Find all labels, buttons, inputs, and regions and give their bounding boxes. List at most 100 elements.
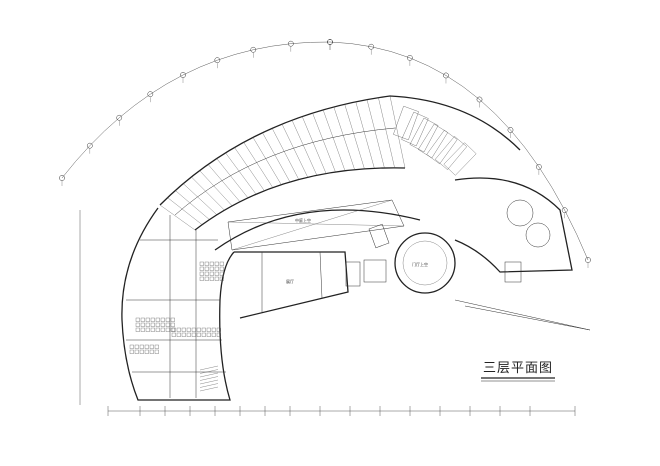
furniture-item (204, 266, 209, 271)
room-partition (199, 170, 233, 206)
furniture-item (129, 344, 134, 349)
drawing-title-block: 三层平面图 (481, 361, 555, 382)
furniture-item (129, 349, 134, 354)
furniture-item (176, 332, 181, 337)
furniture-item (201, 332, 206, 337)
furniture-item (201, 327, 206, 332)
furniture-item (199, 271, 204, 276)
grid-bubble (443, 72, 449, 79)
room-partition (183, 183, 217, 215)
exhibition-label: 展厅 (286, 278, 294, 284)
furniture-item (214, 261, 219, 266)
furniture-item (134, 349, 139, 354)
furniture-item (219, 261, 224, 266)
grid-bubble (561, 207, 568, 214)
furniture-item (196, 327, 201, 332)
grid-bubble (327, 39, 333, 45)
room-partition (225, 152, 257, 195)
grid-bubble (407, 55, 413, 61)
furniture-item (170, 327, 175, 332)
office-block (393, 105, 419, 141)
furniture-item (145, 317, 150, 322)
furniture-item (155, 327, 160, 332)
stair-tread (199, 386, 219, 392)
room-partition (216, 158, 249, 198)
office-room-grid (159, 95, 477, 231)
furniture-item (214, 266, 219, 271)
stair-tread (199, 379, 219, 385)
furniture-item (206, 327, 211, 332)
furniture-item (204, 271, 209, 276)
furniture-item (209, 261, 214, 266)
furniture-item (160, 327, 165, 332)
room-partition (252, 137, 282, 185)
furniture-clusters (129, 261, 224, 392)
furniture-item (214, 276, 219, 281)
furniture-item (209, 266, 214, 271)
grid-bubble (507, 127, 514, 133)
furniture-item (171, 327, 176, 332)
furniture-item (199, 266, 204, 271)
furniture-item (181, 327, 186, 332)
furniture-item (160, 317, 165, 322)
furniture-item (135, 317, 140, 322)
grid-bubble (250, 46, 257, 53)
furniture-item (139, 344, 144, 349)
exhibition-hall: 展厅 (234, 223, 390, 319)
furniture-item (149, 349, 154, 354)
furniture-item (140, 317, 145, 322)
room-partition (344, 104, 365, 169)
furniture-item (135, 327, 140, 332)
furniture-item (150, 327, 155, 332)
furniture-item (134, 344, 139, 349)
furniture-item (171, 332, 176, 337)
room-partition (262, 132, 291, 183)
furniture-item (165, 327, 170, 332)
furniture-item (206, 332, 211, 337)
furniture-item (145, 322, 150, 327)
furniture-item (160, 322, 165, 327)
furniture-item (209, 276, 214, 281)
furniture-item (191, 327, 196, 332)
furniture-item (155, 317, 160, 322)
furniture-item (144, 344, 149, 349)
grid-bubble (116, 114, 123, 121)
room-partition (159, 204, 196, 231)
furniture-item (155, 322, 160, 327)
grid-bubble (368, 43, 375, 50)
furniture-item (149, 344, 154, 349)
room-partition (312, 113, 336, 173)
bottom-dimension-line (107, 406, 576, 416)
furniture-item (209, 271, 214, 276)
stair-tread (199, 376, 219, 381)
room-partition (333, 106, 355, 170)
furniture-item (176, 327, 181, 332)
furniture-item (154, 349, 159, 354)
furniture-item (186, 332, 191, 337)
west-wing (121, 207, 235, 401)
furniture-item (219, 271, 224, 276)
grid-bubble (536, 164, 542, 170)
stair-tread (199, 372, 219, 378)
stair-tread (199, 369, 219, 374)
furniture-item (196, 332, 201, 337)
furniture-item (170, 322, 175, 327)
room-partition (366, 99, 385, 169)
room-partition (378, 97, 395, 168)
furniture-item (199, 261, 204, 266)
furniture-item (150, 322, 155, 327)
furniture-item (186, 327, 191, 332)
furniture-item (165, 317, 170, 322)
room-partition (322, 109, 346, 171)
room-partition (234, 147, 265, 191)
furniture-item (211, 327, 216, 332)
room-partition (243, 142, 273, 188)
furniture-item (219, 266, 224, 271)
furniture-item (140, 327, 145, 332)
grid-bubble (476, 96, 483, 103)
grid-bubble (86, 142, 93, 149)
furniture-item (216, 332, 221, 337)
office-block (443, 142, 477, 176)
office-block (418, 123, 448, 159)
room-partition (272, 128, 299, 180)
